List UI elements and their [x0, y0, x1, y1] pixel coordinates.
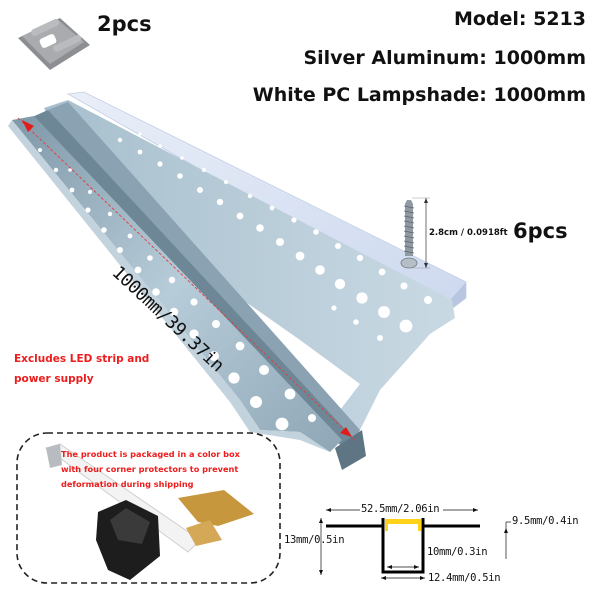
packaging-note: The product is packaged in a color box w…: [61, 447, 240, 492]
dimension-channel-width: 12.4mm/0.5in: [428, 572, 501, 584]
screw-quantity: 6pcs: [513, 219, 568, 243]
end-cap-quantity: 2pcs: [97, 12, 152, 36]
cross-section-diagram: [319, 508, 511, 580]
packaging-photo: [44, 443, 254, 580]
lampshade-spec: White PC Lampshade: 1000mm: [252, 84, 586, 106]
dimension-inner-width: 10mm/0.3in: [427, 546, 488, 558]
aluminum-spec: Silver Aluminum: 1000mm: [303, 47, 586, 69]
aluminum-profile: [44, 100, 455, 440]
packaging-callout-frame: [16, 432, 281, 584]
dimension-total-width: 52.5mm/2.06in: [361, 503, 440, 515]
end-cap-icon: [18, 18, 90, 70]
excludes-note: Excludes LED strip and power supply: [14, 353, 150, 385]
screw-icon: [400, 197, 430, 269]
packaging-note-line: with four corner protectors to prevent: [61, 464, 239, 474]
packaging-note-line: deformation during shipping: [61, 479, 194, 489]
dimension-total-height: 13mm/0.5in: [284, 534, 345, 546]
dimension-inner-height: 9.5mm/0.4in: [512, 515, 579, 527]
screw-length: 2.8cm / 0.0918ft: [429, 228, 508, 238]
packaging-note-line: The product is packaged in a color box: [61, 449, 240, 459]
length-dimension-line: [17, 117, 356, 441]
model-label: Model: 5213: [453, 8, 586, 30]
